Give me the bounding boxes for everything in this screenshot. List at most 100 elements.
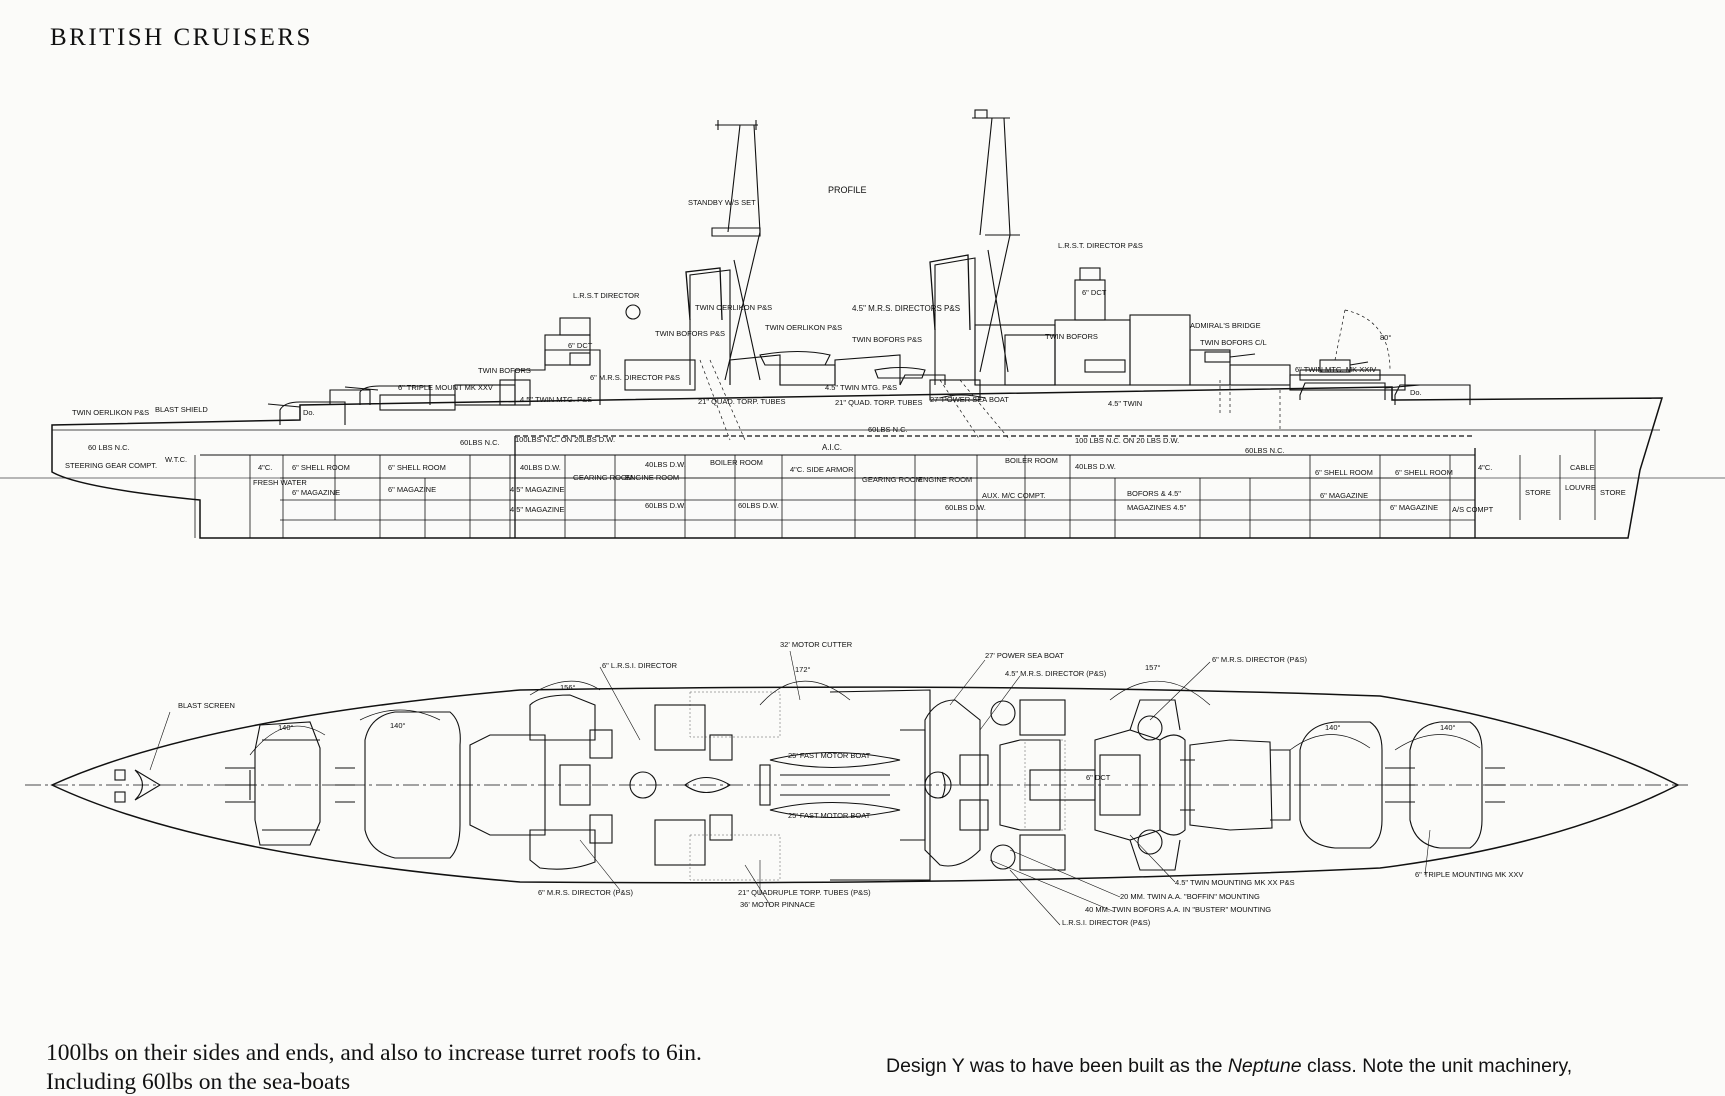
plan-label-fast-motor-boat-2: 25' FAST MOTOR BOAT <box>788 811 871 820</box>
profile-labels: PROFILE STANDBY W/S SET L.R.S.T DIRECTOR… <box>65 185 1626 514</box>
label-bofors-45: BOFORS & 4.5" <box>1127 489 1181 498</box>
plan-label-angle-140-a: 140° <box>278 723 294 732</box>
body-text-right-prefix: Design Y was to have been built as the <box>886 1055 1228 1077</box>
label-nc-60-stern: 60 LBS N.C. <box>88 443 130 452</box>
label-twin-bofors-fwd: TWIN BOFORS <box>1045 332 1098 341</box>
label-c4-a: 4"C. <box>258 463 272 472</box>
label-twin-oerlikon-stern: TWIN OERLIKON P&S <box>72 408 149 417</box>
label-twin-bofors-cl: TWIN BOFORS C/L <box>1200 338 1267 347</box>
label-aux-compt: AUX. M/C COMPT. <box>982 491 1046 500</box>
label-store-1: STORE <box>1525 488 1551 497</box>
label-do-fwd: Do. <box>1410 388 1422 397</box>
profile-view <box>0 109 1725 539</box>
mast-fwd <box>979 117 1011 236</box>
blast-screen <box>134 769 162 801</box>
plan-label-mrs-director-6: 6" M.R.S. DIRECTOR (P&S) <box>1212 655 1308 664</box>
plan-label-motor-pinnace: 36' MOTOR PINNACE <box>740 900 815 909</box>
plan-turret-a <box>1299 721 1383 849</box>
body-text-right-suffix: class. Note the unit machinery, <box>1301 1055 1573 1077</box>
label-shell-room-4: 6" SHELL ROOM <box>1395 468 1453 477</box>
label-magazines-45: MAGAZINES 4.5" <box>1127 503 1187 512</box>
plan-view <box>25 650 1690 926</box>
label-lrst-director-ps: L.R.S.T. DIRECTOR P&S <box>1058 241 1143 250</box>
plan-label-angle-156: 156° <box>560 683 576 692</box>
label-dct-aft: 6" DCT <box>568 341 593 350</box>
label-dw-60-b: 60LBS D.W. <box>738 501 779 510</box>
label-twin-45-fwd: 4.5" TWIN <box>1108 399 1142 408</box>
turret-y <box>279 401 346 425</box>
turret-b <box>1299 382 1386 400</box>
label-quad-torp-fwd: 21" QUAD. TORP. TUBES <box>835 398 923 407</box>
body-text-right-italic: Neptune <box>1227 1055 1302 1077</box>
plan-label-twin-mounting: 4.5" TWIN MOUNTING MK XX P&S <box>1175 878 1295 887</box>
label-cable: CABLE <box>1570 463 1595 472</box>
label-power-sea-boat: 27' POWER SEA BOAT <box>930 395 1009 404</box>
label-mag-45-b: 4.5" MAGAZINE <box>510 505 564 514</box>
label-magazine-3: 6" MAGAZINE <box>1320 491 1368 500</box>
turret-x <box>359 385 431 405</box>
label-dw-60-a: 60LBS D.W. <box>645 501 686 510</box>
label-angle-80: 80° <box>1380 333 1391 342</box>
label-admirals-bridge: ADMIRAL'S BRIDGE <box>1190 321 1261 330</box>
label-twin-mtg-fwd: 6" TWIN MTG. MK XXIV <box>1295 365 1376 374</box>
plan-label-triple-mounting: 6" TRIPLE MOUNTING MK XXV <box>1415 870 1523 879</box>
plan-label-buster: 40 MM. TWIN BOFORS A.A. IN "BUSTER" MOUN… <box>1085 905 1271 914</box>
body-text-right: Design Y was to have been built as the N… <box>886 1055 1572 1078</box>
label-twin-bofors-ps-2: TWIN BOFORS P&S <box>852 335 922 344</box>
label-mrs-directors: 4.5" M.R.S. DIRECTORS P&S <box>852 304 960 313</box>
label-twin-oerlikon-fwd: TWIN OERLIKON P&S <box>695 303 772 312</box>
label-quad-torp-aft: 21" QUAD. TORP. TUBES <box>698 397 786 406</box>
plan-label-dct: 6" DCT <box>1086 773 1111 782</box>
plan-label-angle-140-c: 140° <box>1325 723 1341 732</box>
label-mrs-director-aft: 6" M.R.S. DIRECTOR P&S <box>590 373 680 382</box>
label-nc-100-aft: 100LBS N.C. ON 20LBS D.W. <box>515 435 615 444</box>
mast-aft <box>727 124 761 233</box>
label-wtc-stern: W.T.C. <box>165 455 187 464</box>
label-engine-fwd: ENGINE ROOM <box>918 475 972 484</box>
label-nc-60-mid: 60LBS N.C. <box>868 425 908 434</box>
label-fresh-water: FRESH WATER <box>253 478 307 487</box>
plan-label-angle-140-d: 140° <box>1440 723 1456 732</box>
body-text-left-line-1: 100lbs on their sides and ends, and also… <box>46 1040 702 1066</box>
label-nc-60-fwd: 60LBS N.C. <box>1245 446 1285 455</box>
label-engine-aft: ENGINE ROOM <box>625 473 679 482</box>
label-shell-room-2: 6" SHELL ROOM <box>388 463 446 472</box>
label-store-2: STORE <box>1600 488 1626 497</box>
label-standby-ws: STANDBY W/S SET <box>688 198 756 207</box>
label-magazine-1: 6" MAGAZINE <box>292 488 340 497</box>
plan-label-mrs-director-45: 4.5" M.R.S. DIRECTOR (P&S) <box>1005 669 1107 678</box>
plan-label-angle-157: 157° <box>1145 663 1161 672</box>
label-dct-fwd: 6" DCT <box>1082 288 1107 297</box>
label-twin-bofors-aft: TWIN BOFORS <box>478 366 531 375</box>
label-as-compt: A/S COMPT <box>1452 505 1494 514</box>
plan-turret-x <box>364 711 461 859</box>
label-shell-room-1: 6" SHELL ROOM <box>292 463 350 472</box>
label-lrst-director-aft: L.R.S.T DIRECTOR <box>573 291 640 300</box>
hull-outline <box>51 386 1664 539</box>
label-dw-40-c: 40LBS D.W. <box>1075 462 1116 471</box>
label-shell-room-3: 6" SHELL ROOM <box>1315 468 1373 477</box>
label-side-armor: 4"C. SIDE ARMOR <box>790 465 854 474</box>
label-dw-40-b: 40LBS D.W. <box>645 460 686 469</box>
label-magazine-4: 6" MAGAZINE <box>1390 503 1438 512</box>
funnel-fwd <box>929 254 971 331</box>
label-triple-mount: 6" TRIPLE MOUNT MK XXV <box>398 383 493 392</box>
plan-label-angle-140-b: 140° <box>390 721 406 730</box>
plan-label-lrsi-director-ps: L.R.S.I. DIRECTOR (P&S) <box>1062 918 1151 927</box>
plan-label-lrsi-director: 6" L.R.S.I. DIRECTOR <box>602 661 678 670</box>
label-c4-b: 4"C. <box>1478 463 1492 472</box>
label-twin-bofors-ps: TWIN BOFORS P&S <box>655 329 725 338</box>
plan-label-power-sea-boat: 27' POWER SEA BOAT <box>985 651 1064 660</box>
plan-label-blast-screen: BLAST SCREEN <box>178 701 235 710</box>
plan-label-fast-motor-boat-1: 25' FAST MOTOR BOAT <box>788 751 871 760</box>
plan-label-boffin: 20 MM. TWIN A.A. "BOFFIN" MOUNTING <box>1120 892 1260 901</box>
funnel-aft <box>685 267 723 321</box>
plan-turret-a2 <box>1409 721 1483 849</box>
label-magazine-2: 6" MAGAZINE <box>388 485 436 494</box>
label-gearing-aft: GEARING ROOM <box>573 473 633 482</box>
profile-title: PROFILE <box>828 185 867 195</box>
plan-label-quad-torp: 21" QUADRUPLE TORP. TUBES (P&S) <box>738 888 871 897</box>
plan-turret-b <box>1189 739 1273 831</box>
plan-label-angle-172: 172° <box>795 665 811 674</box>
